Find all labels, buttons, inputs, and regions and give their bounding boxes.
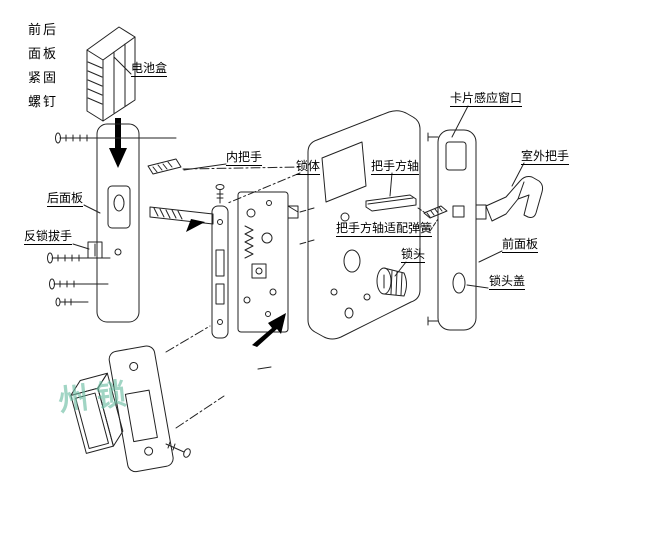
label-handle-square-shaft: 把手方轴 [371,159,420,175]
label-battery-box: 电池盒 [131,61,168,77]
screws-drawing [47,132,177,307]
label-card-sensor-window: 卡片感应窗口 [450,91,523,107]
label-outdoor-handle: 室外把手 [521,149,570,165]
strike-screw-drawing [165,441,191,458]
watermark: 州锁 [56,377,136,418]
up-arrow [252,313,286,347]
label-leaders [72,56,525,289]
label-back-panel: 后面板 [47,191,84,207]
inner-handle-drawing [147,158,303,232]
label-anti-lock-knob: 反锁拔手 [24,229,73,245]
back-panel-drawing [96,123,140,323]
down-arrow [109,118,127,168]
lock-cylinder-drawing [376,267,407,297]
thumbturn-drawing [87,241,103,259]
construction-guides [165,325,225,429]
label-inner-handle: 内把手 [226,150,263,166]
adapter-spring-drawing [417,205,448,219]
front-panel-drawing [427,129,477,331]
mounting-plate-drawing [307,110,421,340]
battery-box-drawing [86,26,136,122]
outdoor-handle-drawing [475,176,544,222]
label-lock-cylinder: 锁头 [401,247,426,263]
strike-plate-drawing [108,345,174,473]
label-lock-cylinder-cover: 锁头盖 [489,274,526,290]
label-shaft-adapter-spring: 把手方轴适配弹簧 [336,221,433,237]
faceplate-drawing [211,184,229,339]
square-shaft-drawing [365,194,417,212]
label-front-back-panel-screws: 前后面板紧固螺钉 [28,22,59,109]
label-lock-body: 锁体 [296,159,321,175]
lock-case-drawing [237,191,315,333]
label-front-panel: 前面板 [502,237,539,253]
strike-box-drawing [70,372,124,454]
